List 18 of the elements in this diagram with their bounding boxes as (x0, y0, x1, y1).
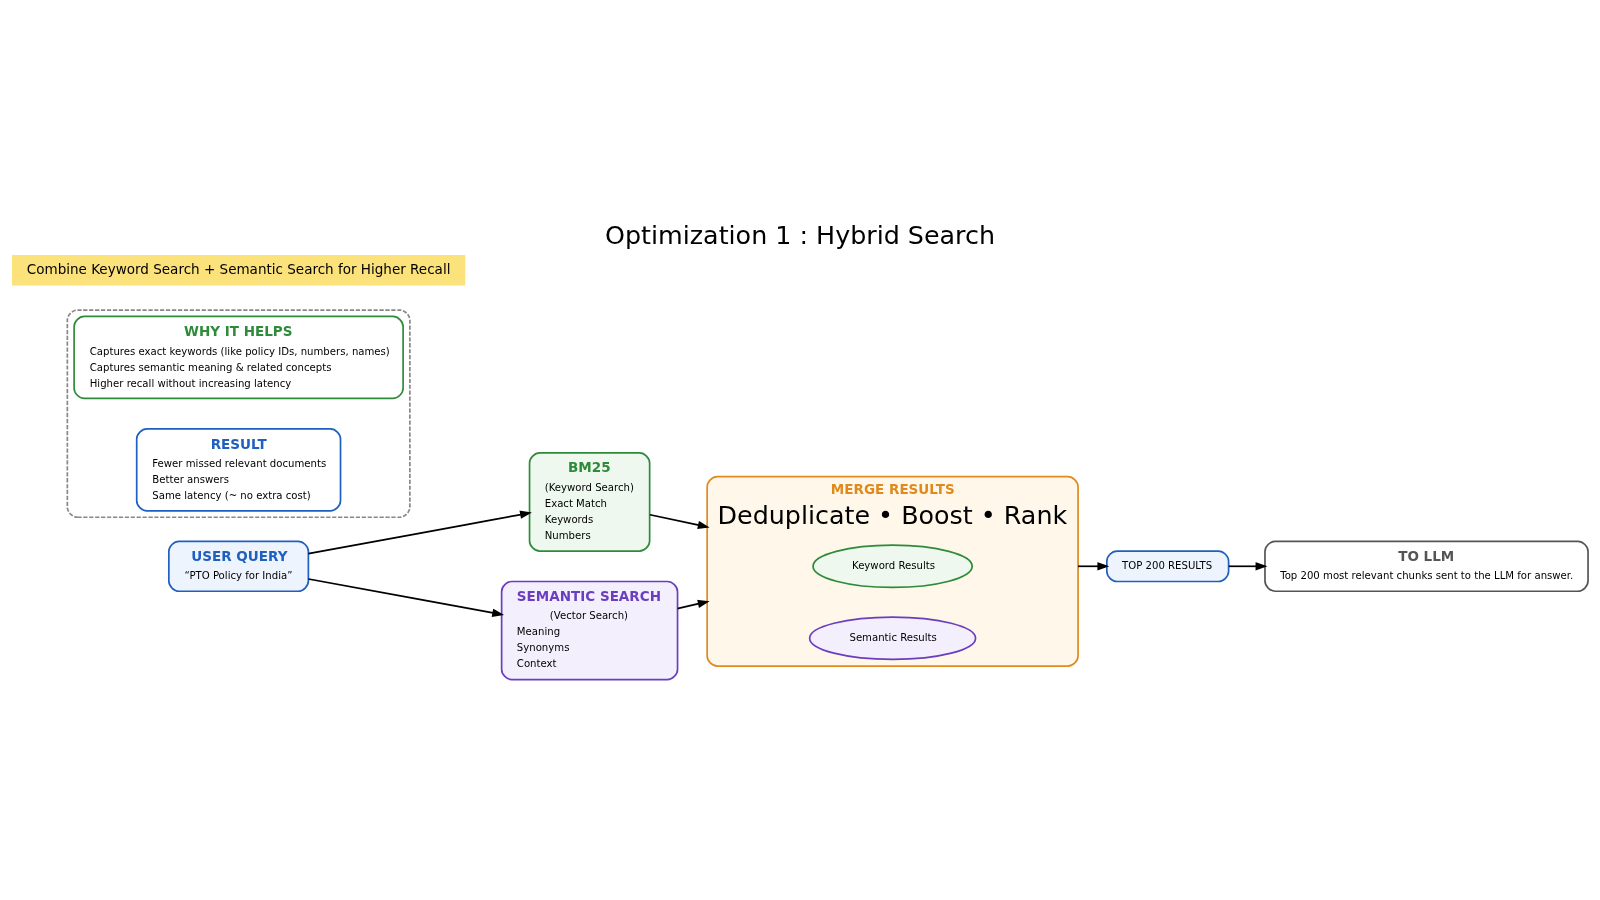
node-box: TOP 200 RESULTS (1105, 550, 1230, 583)
diagram-title: Optimization 1 : Hybrid Search (604, 220, 996, 251)
arrow (307, 578, 505, 617)
node-box: WHY IT HELPS Captures exact keywords (like policy IDs, numbers, names) Captures semantic meaning & related concepts Higher recall without increasing latency (73, 315, 404, 400)
node-box: BM25 (Keyword Search) Exact Match Keywords Numbers (528, 452, 651, 552)
arrow (649, 513, 710, 530)
node-ellipse: Semantic Results (808, 616, 977, 661)
label: Combine Keyword Search + Semantic Search for Higher Recall (26, 260, 451, 277)
node-box: USER QUERY “PTO Policy for India” (168, 540, 310, 593)
cluster (66, 309, 411, 519)
node-box: TO LLM Top 200 most relevant chunks sent to the LLM for answer. (1264, 540, 1589, 593)
arrow (307, 510, 532, 555)
arrow (1077, 562, 1110, 571)
node-box: RESULT Fewer missed relevant documents Better answers Same latency (~ no extra cost) (135, 428, 342, 512)
arrow (676, 599, 710, 610)
node-ellipse: Keyword Results (812, 544, 974, 589)
arrow (1228, 562, 1268, 571)
node-box: SEMANTIC SEARCH (Vector Search) Meaning Synonyms Context (500, 580, 679, 681)
